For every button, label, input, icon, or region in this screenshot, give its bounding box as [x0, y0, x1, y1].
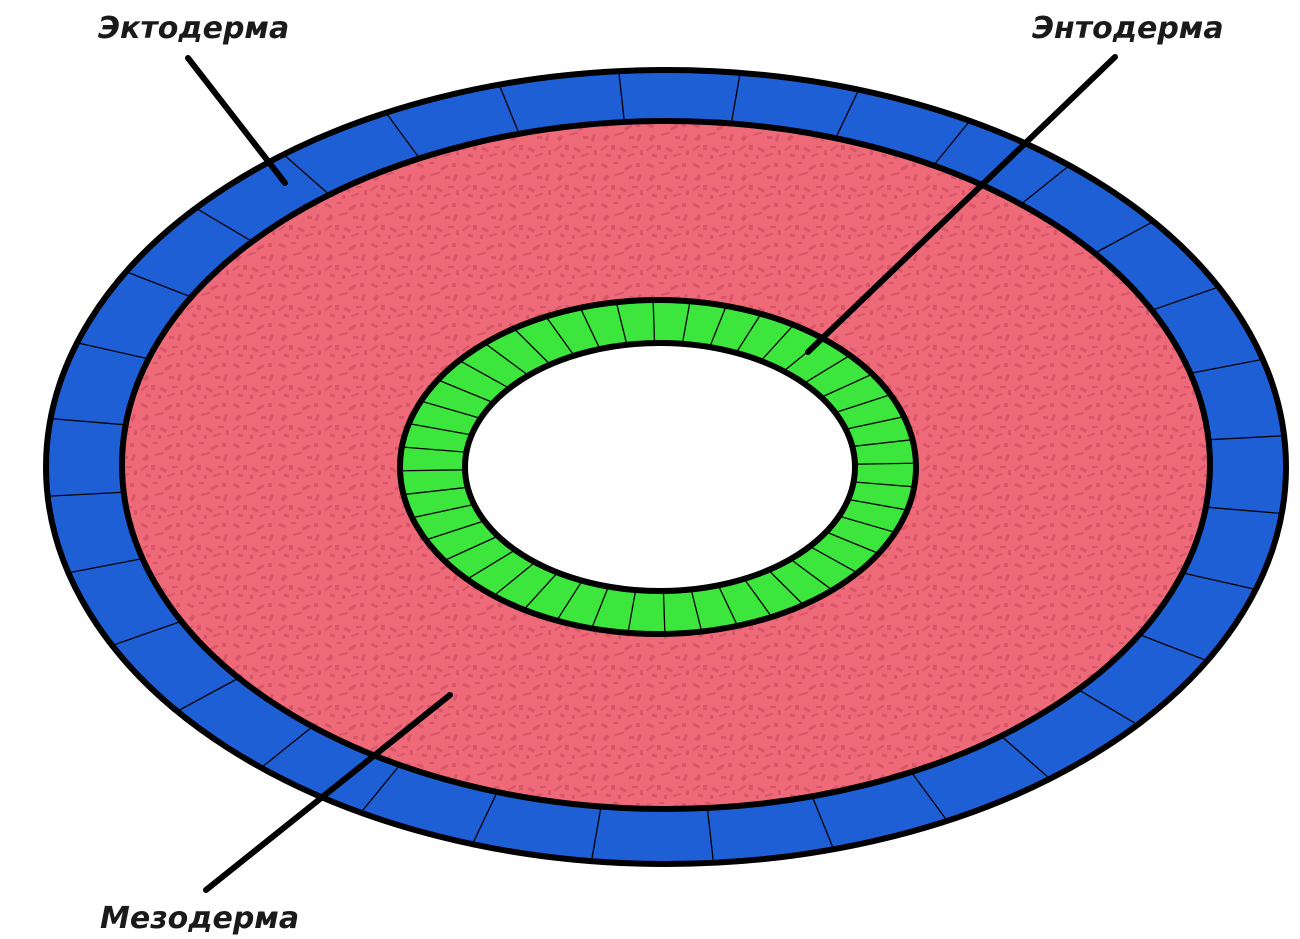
- endoderm-label: Энтодерма: [1032, 11, 1224, 46]
- ectoderm-label: Эктодерма: [98, 11, 289, 46]
- mesoderm-label: Мезодерма: [100, 901, 299, 936]
- ectoderm-leader-line: [188, 58, 285, 183]
- inner-cavity: [465, 343, 855, 591]
